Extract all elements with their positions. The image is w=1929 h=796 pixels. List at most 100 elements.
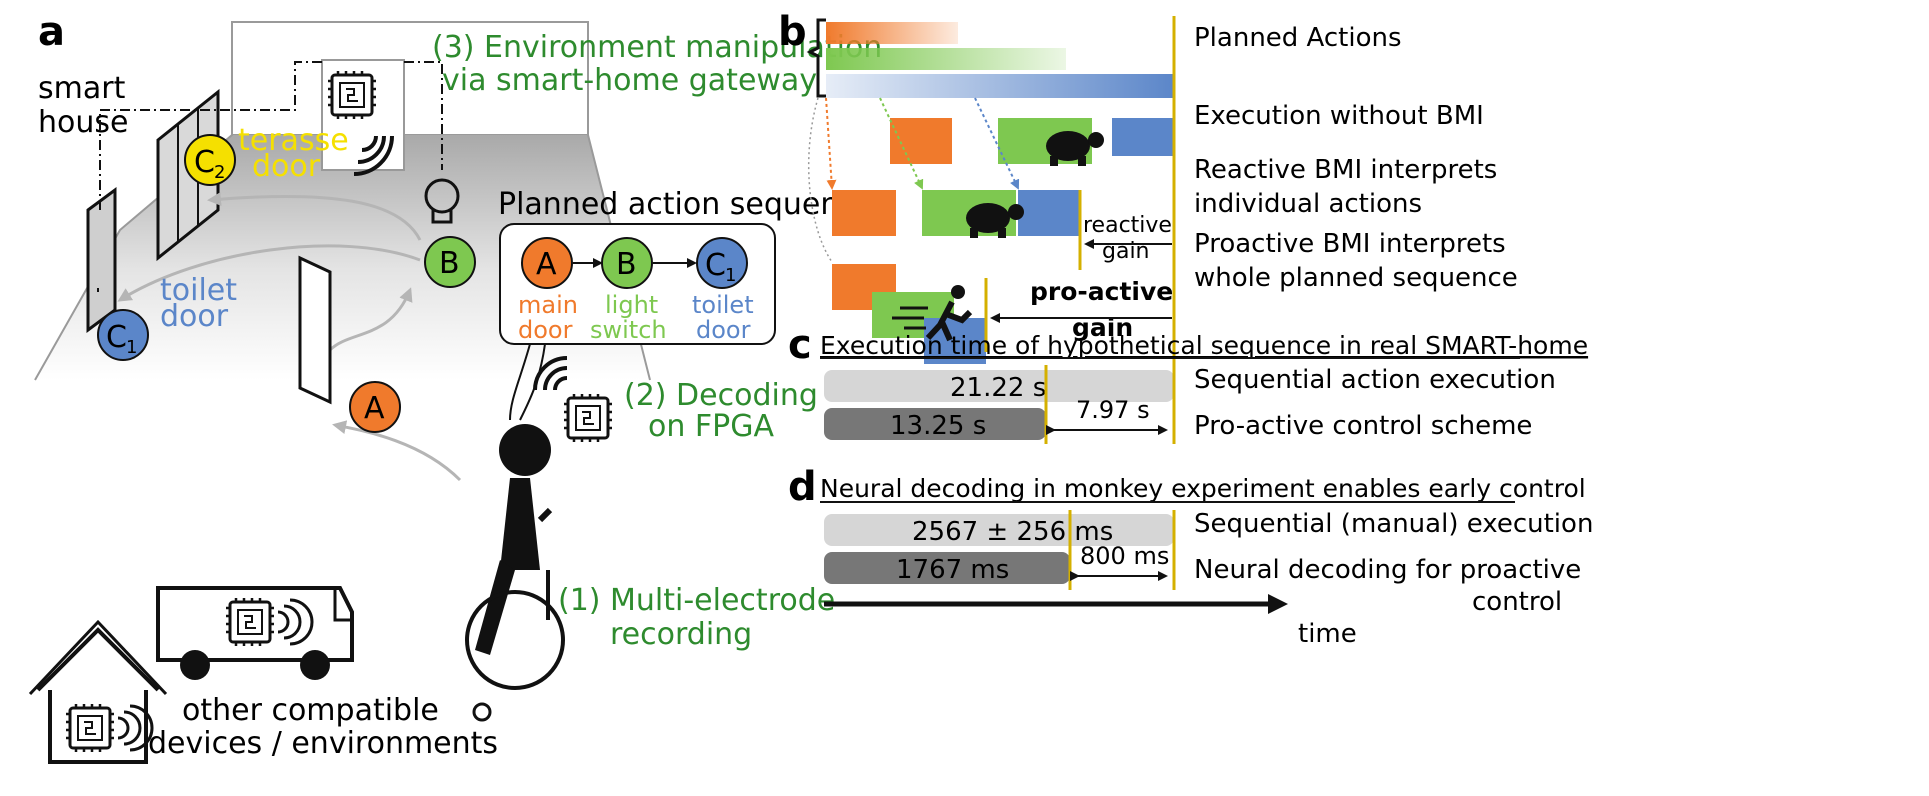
- planned-bar-orange: [826, 22, 958, 44]
- node-c2: C 2: [184, 134, 236, 186]
- wheelchair-user-icon: [465, 424, 565, 722]
- panel-d-bar-proactive: [824, 552, 1070, 584]
- exec-bar-blue: [1112, 118, 1174, 156]
- proactive-bar-blue: [924, 318, 986, 364]
- panel-c-bar-proactive: [824, 408, 1046, 440]
- panel-d-gain: 800 ms: [1080, 542, 1169, 570]
- reactive-bar-blue: [1018, 190, 1080, 236]
- recording-label-2: recording: [610, 617, 752, 652]
- seq-b-label-1: light: [605, 291, 658, 319]
- panel-b: b reactive gain: [778, 9, 1518, 370]
- toilet-door-label-2: door: [160, 299, 229, 334]
- seq-node-b: B: [601, 237, 653, 289]
- wifi-icon: [353, 135, 394, 176]
- van-chip-icon: [224, 596, 276, 648]
- map-arrow-green: [879, 97, 924, 190]
- panel-c: c Execution time of hypothetical sequenc…: [788, 322, 1588, 444]
- panel-d: d Neural decoding in monkey experiment e…: [788, 464, 1593, 649]
- row-reactive-2: individual actions: [1194, 189, 1422, 219]
- time-axis-label: time: [1298, 619, 1357, 649]
- seq-b-label-2: switch: [590, 316, 667, 344]
- panel-c-bar-sequential-value: 21.22 s: [950, 373, 1046, 403]
- panel-c-bar-proactive-value: 13.25 s: [890, 411, 986, 441]
- node-c1-sub: 1: [126, 337, 137, 358]
- node-a: A: [349, 381, 401, 433]
- proactive-gain-1: pro-active: [1030, 277, 1173, 306]
- house-icon: [28, 619, 168, 764]
- planned-brace: [806, 18, 826, 98]
- seq-c-label-2: door: [696, 316, 751, 344]
- node-c2-letter: C: [194, 145, 215, 180]
- planned-seq-title: Planned action sequence: [498, 187, 874, 222]
- env-manip-line-1: (3) Environment manipulation: [432, 30, 882, 65]
- seq-node-c1-letter: C: [705, 248, 726, 283]
- seq-node-c1: C 1: [696, 237, 748, 289]
- panel-c-gain: 7.97 s: [1076, 396, 1150, 424]
- seq-node-c1-sub: 1: [725, 265, 736, 286]
- panel-d-bar-sequential-value: 2567 ± 256 ms: [912, 517, 1113, 547]
- node-b-letter: B: [439, 246, 460, 281]
- terasse-door-icon: [156, 88, 220, 262]
- node-c2-sub: 2: [214, 162, 225, 183]
- panel-b-label: b: [778, 9, 807, 55]
- house-wifi-icon: [117, 704, 154, 752]
- path-arrow-ab: [328, 287, 413, 352]
- seq-a-label-1: main: [518, 291, 578, 319]
- panel-d-bar-proactive-value: 1767 ms: [896, 555, 1009, 585]
- path-arrow-a: [332, 420, 462, 482]
- terasse-door-label-1: terasse: [238, 123, 349, 158]
- node-c1-letter: C: [106, 320, 127, 355]
- other-devices-label-2: devices / environments: [148, 726, 498, 761]
- path-arrow-bc1: [117, 244, 421, 302]
- exec-bar-orange: [890, 118, 952, 164]
- fpga-chip-icon: [562, 392, 614, 444]
- runner-icon: [892, 285, 973, 342]
- seq-node-a-letter: A: [536, 247, 557, 282]
- seq-node-b-letter: B: [616, 247, 637, 282]
- toilet-door-icon: [86, 187, 117, 333]
- map-arrow-blue: [974, 97, 1020, 190]
- gateway-box: [321, 59, 405, 176]
- recording-label-1: (1) Multi-electrode: [558, 583, 835, 618]
- light-bulb-icon: [424, 178, 460, 224]
- row-proactive-2: whole planned sequence: [1194, 263, 1518, 293]
- panel-c-label: c: [788, 322, 812, 368]
- smart-house-label-2: house: [38, 105, 128, 140]
- reactive-bar-orange: [832, 190, 896, 236]
- path-arrow-bc2: [207, 192, 422, 241]
- panel-d-label-proactive-2: control: [1472, 587, 1562, 617]
- panel-d-label-proactive-1: Neural decoding for proactive: [1194, 555, 1581, 585]
- chip-icon: [326, 69, 378, 121]
- terasse-door-label-2: door: [252, 149, 321, 184]
- row-planned-actions: Planned Actions: [1194, 23, 1402, 53]
- panel-d-bar-sequential: [824, 514, 1174, 546]
- panel-d-label-sequential: Sequential (manual) execution: [1194, 509, 1593, 539]
- node-b: B: [424, 236, 476, 288]
- row-reactive-1: Reactive BMI interprets: [1194, 155, 1497, 185]
- main-door-icon: [298, 255, 332, 405]
- panel-d-title: Neural decoding in monkey experiment ena…: [820, 474, 1586, 503]
- seq-a-label-2: door: [518, 316, 573, 344]
- turtle-icon-2: [966, 203, 1024, 238]
- node-c1: C 1: [97, 309, 149, 361]
- env-manip-line-2: via smart-home gateway: [442, 63, 817, 98]
- toilet-door-label-1: toilet: [160, 273, 237, 308]
- panel-c-bar-sequential: [824, 370, 1174, 402]
- house-chip-icon: [64, 702, 116, 754]
- seq-c-label-1: toilet: [692, 291, 754, 319]
- van-wifi-icon: [277, 598, 314, 646]
- row-proactive-1: Proactive BMI interprets: [1194, 229, 1506, 259]
- panel-a-label: a: [38, 9, 65, 55]
- decoding-label-2: on FPGA: [648, 409, 774, 444]
- gateway-link-door: [99, 61, 322, 210]
- panel-c-title: Execution time of hypothetical sequence …: [820, 331, 1588, 360]
- other-devices-label-1: other compatible: [182, 693, 439, 728]
- map-arrow-orange: [825, 97, 837, 190]
- planned-bar-green: [826, 48, 1066, 70]
- reactive-gain-2: gain: [1102, 239, 1150, 264]
- panel-a: a smart house: [28, 9, 882, 764]
- node-a-letter: A: [364, 391, 385, 426]
- smart-house-label-1: smart: [38, 71, 126, 106]
- seq-node-a: A: [521, 237, 573, 289]
